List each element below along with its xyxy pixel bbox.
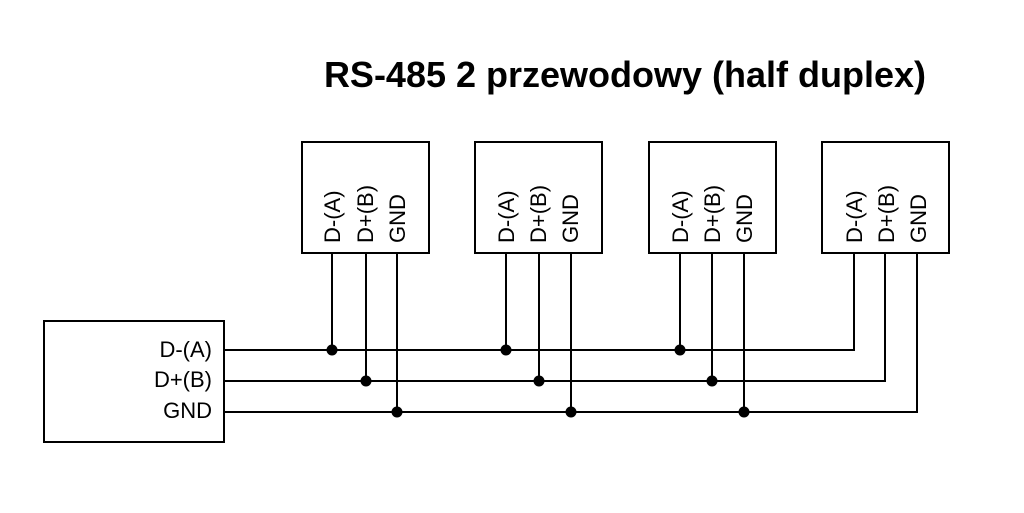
slave-device-box <box>821 141 950 254</box>
slave-pin-label-d-plus: D+(B) <box>700 185 725 243</box>
bus-lines <box>224 254 918 413</box>
master-pin-label-d-plus: D+(B) <box>154 367 212 392</box>
slave-device-box <box>301 141 430 254</box>
bus-line-d-minus <box>224 254 855 351</box>
slave-device-box <box>474 141 603 254</box>
slave-pin-label-d-minus: D-(A) <box>668 190 693 243</box>
bus-line-d-plus <box>224 254 886 382</box>
slave-device-1: D-(A) D+(B) GND <box>301 141 430 418</box>
slave-pin-label-d-plus: D+(B) <box>526 185 551 243</box>
slave-device-3: D-(A) D+(B) GND <box>648 141 777 418</box>
junction-dot <box>533 375 545 387</box>
slave-pin-label-d-plus: D+(B) <box>874 185 899 243</box>
diagram-title: RS-485 2 przewodowy (half duplex) <box>324 54 926 95</box>
slave-pin-label-d-minus: D-(A) <box>842 190 867 243</box>
junction-dot <box>706 375 718 387</box>
slave-pin-label-gnd: GND <box>558 194 583 243</box>
junction-dot <box>326 344 338 356</box>
slave-device-2: D-(A) D+(B) GND <box>474 141 603 418</box>
slave-pin-label-d-minus: D-(A) <box>320 190 345 243</box>
slave-pin-label-d-plus: D+(B) <box>353 185 378 243</box>
slave-pin-label-gnd: GND <box>732 194 757 243</box>
junction-dot <box>565 406 577 418</box>
slave-pin-label-gnd: GND <box>385 194 410 243</box>
junction-dot <box>500 344 512 356</box>
junction-dot <box>360 375 372 387</box>
junction-dot <box>738 406 750 418</box>
master-device-box <box>43 320 225 443</box>
bus-line-gnd <box>224 254 918 413</box>
master-device: D-(A) D+(B) GND <box>43 320 225 443</box>
slave-pin-label-gnd: GND <box>906 194 931 243</box>
slave-pin-label-d-minus: D-(A) <box>494 190 519 243</box>
junction-dot <box>674 344 686 356</box>
junction-dot <box>391 406 403 418</box>
slave-device-4: D-(A) D+(B) GND <box>821 141 950 254</box>
master-pin-label-d-minus: D-(A) <box>159 337 212 362</box>
master-pin-label-gnd: GND <box>163 398 212 423</box>
